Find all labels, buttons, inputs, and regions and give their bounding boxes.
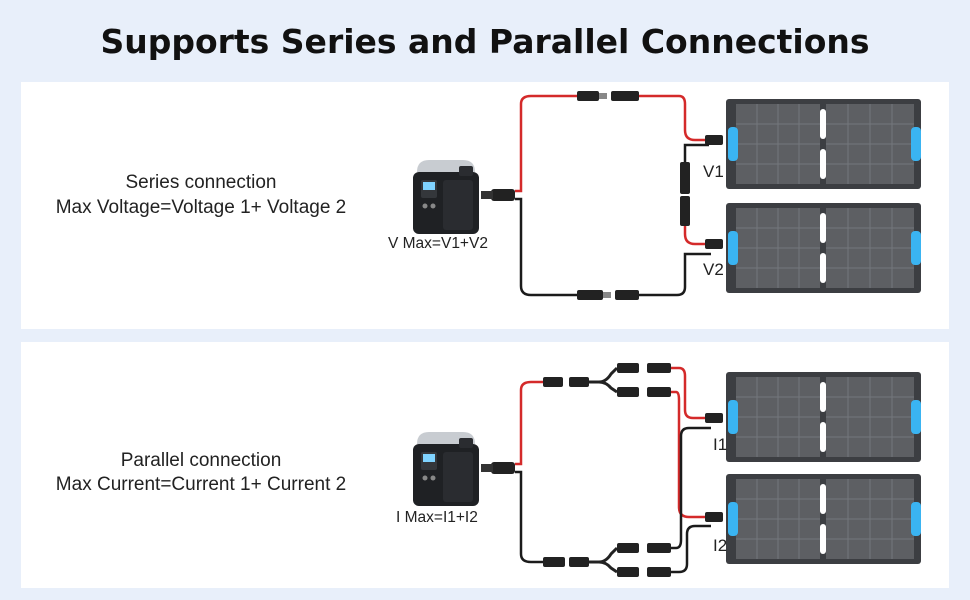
mc4-connector-icon (543, 557, 565, 567)
mc4-connector-icon (617, 567, 639, 577)
panel-connector-icon (705, 135, 723, 145)
mc4-connector-icon (647, 567, 671, 577)
solar-panel-icon (726, 99, 921, 189)
y-connector-icon (481, 462, 515, 474)
mc4-connector-icon (617, 543, 639, 553)
parallel-wiring-diagram (413, 363, 921, 577)
panel-connector-icon (705, 239, 723, 249)
series-max-label: V Max=V1+V2 (388, 235, 488, 252)
series-panel1-label: V1 (703, 162, 724, 181)
parallel-section: Parallel connection Max Current=Current … (21, 342, 949, 588)
y-connector-icon (481, 189, 515, 201)
solar-panel-icon (726, 372, 921, 462)
negative-cable (515, 197, 577, 297)
parallel-panel1-label: I1 (713, 435, 728, 454)
mc4-connector-icon (680, 196, 690, 226)
solar-panel-icon (726, 474, 921, 564)
power-station-icon (413, 432, 479, 506)
mc4-connector-icon (647, 387, 671, 397)
mc4-connector-icon (617, 387, 639, 397)
series-section: Series connection Max Voltage=Voltage 1+… (21, 82, 949, 329)
mc4-connector-icon (647, 543, 671, 553)
power-station-icon (413, 160, 479, 234)
panel-connector-icon (705, 413, 723, 423)
series-panel2-label: V2 (703, 260, 724, 279)
parallel-max-label: I Max=I1+I2 (396, 509, 478, 526)
positive-cable (515, 380, 543, 466)
mc4-connector-icon (680, 162, 690, 194)
parallel-heading: Parallel connection (120, 450, 282, 471)
parallel-panel2-label: I2 (713, 536, 728, 555)
negative-cable (515, 470, 543, 564)
mc4-connector-icon (543, 377, 589, 387)
series-heading: Series connection (125, 172, 277, 193)
mc4-connector-icon (577, 91, 639, 101)
mc4-connector-icon (647, 363, 671, 373)
panel-connector-icon (705, 512, 723, 522)
mc4-connector-icon (569, 557, 589, 567)
positive-cable (515, 94, 577, 193)
page-title: Supports Series and Parallel Connections (100, 22, 870, 61)
solar-panel-icon (726, 203, 921, 293)
positive-cable (639, 94, 706, 142)
series-wiring-diagram (413, 91, 921, 300)
mc4-connector-icon (577, 290, 639, 300)
mc4-connector-icon (617, 363, 639, 373)
parallel-formula: Max Current=Current 1+ Current 2 (55, 474, 347, 495)
series-formula: Max Voltage=Voltage 1+ Voltage 2 (55, 197, 347, 218)
